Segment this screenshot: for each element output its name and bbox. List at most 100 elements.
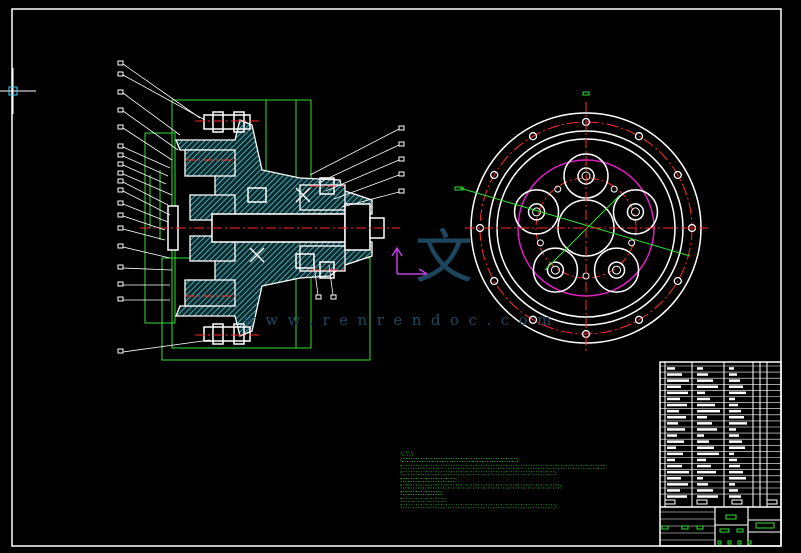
part-balloon <box>117 178 124 184</box>
planet-bearing <box>607 261 626 279</box>
table-cell-text <box>697 440 709 443</box>
radius-dimension-line <box>544 194 621 271</box>
note-line <box>400 464 607 469</box>
table-cell-text <box>697 483 708 486</box>
table-cell-text <box>667 489 680 492</box>
part-balloon <box>315 294 322 300</box>
dimension-tag <box>454 186 464 191</box>
table-cell-text <box>729 446 745 449</box>
table-cell-text <box>667 458 675 462</box>
leader-line <box>122 181 169 206</box>
ucs-axis-icon <box>391 246 429 280</box>
table-cell-text <box>667 483 688 486</box>
part-balloon <box>117 143 124 149</box>
leader-line <box>122 155 169 177</box>
table-cell-text <box>697 428 717 431</box>
leader-line <box>333 174 400 200</box>
watermark-logo: 文 <box>415 223 474 291</box>
part-balloon <box>117 264 124 270</box>
part-balloon <box>117 296 124 302</box>
table-cell-text <box>667 391 688 395</box>
table-cell-text <box>729 440 742 443</box>
table-cell-text <box>667 416 686 419</box>
note-line <box>400 497 447 502</box>
planet-gear <box>513 189 560 235</box>
table-cell-text <box>667 385 681 388</box>
carrier-hole <box>610 185 618 193</box>
scale-field <box>737 540 742 545</box>
table-cell-text <box>697 477 703 480</box>
note-line <box>400 484 562 489</box>
table-cell-text <box>667 428 685 431</box>
leader-line <box>122 63 201 119</box>
part-balloon <box>398 156 405 162</box>
leader-line <box>122 164 167 185</box>
planet-pin <box>612 265 622 275</box>
part-balloon <box>117 89 124 95</box>
table-cell-text <box>729 416 744 419</box>
table-cell-text <box>729 391 746 395</box>
centerlines <box>140 120 400 336</box>
table-cell-text <box>697 470 716 474</box>
table-cell-text <box>667 373 682 376</box>
part-balloon <box>398 125 405 131</box>
table-cell-text <box>729 403 738 407</box>
bolt-hole <box>528 132 538 141</box>
note-line <box>400 471 557 476</box>
note-line <box>400 451 414 456</box>
leader-line <box>122 92 181 136</box>
section-dimension-line <box>459 187 691 257</box>
section-view <box>140 99 400 361</box>
table-cell-text <box>729 452 734 456</box>
housing-section <box>175 119 373 337</box>
table-cell-text <box>729 397 735 401</box>
table-cell-text <box>729 428 736 431</box>
bolt-hole <box>490 276 499 286</box>
table-cell-text <box>729 422 747 425</box>
drawing-name-field <box>755 522 775 529</box>
table-cell-text <box>667 446 676 449</box>
leader-line <box>317 144 400 184</box>
table-cell-text <box>729 367 734 370</box>
leader-line <box>328 264 334 296</box>
table-cell-text <box>729 483 735 486</box>
part-leader-lines <box>117 60 405 354</box>
part-balloon <box>117 161 124 167</box>
signature-field <box>661 525 669 530</box>
table-cell-text <box>697 391 705 395</box>
scale-field <box>717 540 722 545</box>
leader-line <box>122 110 179 151</box>
table-cell-text <box>697 409 720 413</box>
table-cell-text <box>729 385 743 388</box>
leader-line <box>122 246 171 259</box>
table-cell-text <box>697 397 710 401</box>
part-balloon <box>117 107 124 113</box>
scale-field <box>727 540 732 545</box>
table-cell-text <box>697 403 715 407</box>
table-cell-text <box>667 452 683 456</box>
part-balloon <box>117 124 124 130</box>
planet-bearing <box>527 203 546 221</box>
leader-line <box>122 190 171 216</box>
planet-pin <box>550 265 560 275</box>
leader-line <box>325 159 400 192</box>
table-cell-text <box>697 367 703 370</box>
table-cell-text <box>729 434 739 437</box>
part-balloon <box>398 141 405 147</box>
leader-line <box>341 191 400 208</box>
table-cell-text <box>667 440 684 443</box>
note-line <box>400 458 519 462</box>
part-balloon <box>398 188 405 194</box>
signature-field <box>696 525 704 530</box>
leader-line <box>122 146 171 169</box>
crosshair-cursor-icon <box>0 68 36 114</box>
title-block-field <box>719 528 730 533</box>
bolt-hole <box>490 170 499 180</box>
table-cell-text <box>729 477 746 480</box>
table-cell-text <box>667 422 678 425</box>
table-cell-text <box>697 416 707 419</box>
note-line <box>400 491 442 495</box>
planet-bearing <box>626 203 645 221</box>
